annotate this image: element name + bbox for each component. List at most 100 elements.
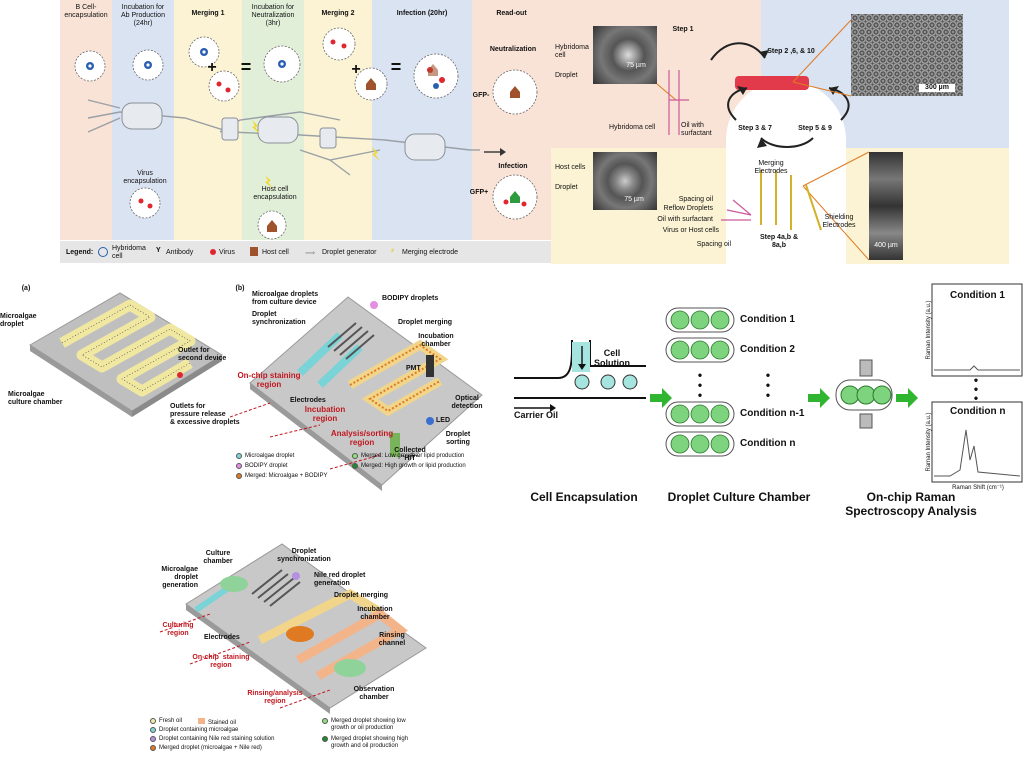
legend-text: Droplet containing Nile red staining sol… xyxy=(159,736,275,742)
scale-75-label: 75 µm xyxy=(626,62,646,69)
legend-text: Merged droplet showing low growth or oil… xyxy=(331,718,406,731)
legend-bar xyxy=(60,241,551,263)
rinsing-channel-label: Rinsing channel xyxy=(378,632,406,647)
culture-chamber-label: Microalgae culture chamber xyxy=(8,391,63,406)
step-2-6-10-label: Step 2 ,6, & 10 xyxy=(767,48,815,55)
panel-c-chip xyxy=(159,543,427,714)
col-label-1: Incubation for Ab Production (24hr) xyxy=(121,4,165,27)
legend-item: Microalgae droplet xyxy=(236,453,294,460)
workflow-channels xyxy=(60,27,551,263)
droplet-chambers xyxy=(121,102,446,161)
outlet-second-label: Outlet for second device xyxy=(178,347,227,362)
spectrum-n xyxy=(934,429,1021,477)
sem-image-top xyxy=(593,26,657,84)
legend-swatch xyxy=(236,463,242,469)
legend-text: BODIPY droplet xyxy=(245,463,288,469)
legend-item: Fresh oil xyxy=(150,718,182,725)
microscope-strip xyxy=(869,152,903,260)
incubation-c-label: Incubation chamber xyxy=(357,606,393,621)
raman-analyzer xyxy=(835,359,893,429)
optical-label: Optical detection xyxy=(451,395,483,410)
panel-c: Culture chamber Droplet synchronization … xyxy=(150,540,430,762)
condition-n-1-label: Condition n-1 xyxy=(740,408,805,419)
dots-spectra: • • • xyxy=(973,373,979,405)
legend-host-cell: Host cell xyxy=(262,249,289,256)
legend-item: Droplet containing microalgae xyxy=(150,727,238,734)
step-4ab-label: Step 4a,b & 8a,b xyxy=(759,234,799,249)
culturing-region-label: Culturing region xyxy=(162,622,194,637)
workflow-column-5 xyxy=(372,0,472,240)
col-label-4: Merging 2 xyxy=(321,10,355,17)
legend-text: Fresh oil xyxy=(159,718,183,724)
legend-swatch xyxy=(150,727,156,733)
gfp-plus-label: GFP+ xyxy=(469,189,489,196)
legend-swatch xyxy=(322,718,328,724)
legend-swatch xyxy=(150,736,156,742)
bg-white-dome xyxy=(726,80,846,264)
carrier-oil-label: Carrier Oil xyxy=(514,410,559,420)
hybridoma-icon xyxy=(98,247,108,257)
droplet-generator-icon: ⟹ xyxy=(305,250,316,257)
device-panel: Step 1 Hybridoma cell Droplet 75 µm Hybr… xyxy=(551,0,1009,264)
oil-surfactant-label: Oil with surfactant xyxy=(681,122,712,137)
condition-2-label: Condition 2 xyxy=(740,344,795,355)
merging-electrode-icon: ⚡ xyxy=(390,248,395,255)
panel-b-tag: (b) xyxy=(235,285,245,292)
legend-swatch xyxy=(150,718,156,724)
oil-surfactant-label-2: Oil with surfactant xyxy=(657,216,713,223)
incubation-chamber-label: Incubation chamber xyxy=(418,333,454,348)
legend-item: Merged: High growth or lipid production xyxy=(352,463,466,470)
panel-a-chip xyxy=(29,292,223,417)
collected-label: Collected "HIT" xyxy=(394,447,426,462)
equals-sign-1: = xyxy=(240,57,252,77)
legend-text: Microalgae droplet xyxy=(245,453,295,459)
plot-y-label-n: Raman Intensity (a.u.) xyxy=(926,412,932,472)
staining-region-c-label: On-chip staining region xyxy=(192,654,250,669)
droplet-label-2: Droplet xyxy=(555,184,578,191)
infection-label: Infection xyxy=(498,163,528,170)
plus-sign-2: + xyxy=(351,61,361,78)
legend-antibody: Antibody xyxy=(166,249,194,256)
sem-image-bottom xyxy=(593,152,657,210)
legend-item: Merged: Microalgae + BODIPY xyxy=(236,473,328,480)
spectrum-1 xyxy=(934,365,1020,371)
host-cells-label: Host cells xyxy=(555,164,586,171)
legend-swatch xyxy=(150,745,156,751)
device-arrows xyxy=(656,19,870,261)
staining-region-label: On-chip staining region xyxy=(237,371,301,389)
electrodes-c-label: Electrodes xyxy=(204,634,240,641)
col-label-0: B Cell- encapsulation xyxy=(64,4,108,19)
sync-c-label: Droplet synchronization xyxy=(277,548,331,563)
neutralization-label: Neutralization xyxy=(489,46,537,53)
virus-icon xyxy=(210,249,216,255)
gfp-minus-label: GFP- xyxy=(472,92,490,99)
condition-n-label: Condition n xyxy=(740,438,796,449)
merging-electrodes-label: Merging Electrodes xyxy=(754,160,788,175)
droplet-sorting-label: Droplet sorting xyxy=(445,431,471,446)
panel-a: (a) Microalgae droplet Outlet for second… xyxy=(0,285,240,455)
host-cell-icon xyxy=(250,247,258,256)
legend-text: Stained oil xyxy=(208,720,237,726)
analysis-region-label: Analysis/sorting region xyxy=(330,429,394,447)
legend-droplet-generator: Droplet generator xyxy=(322,249,377,256)
led-label: LED xyxy=(436,417,450,424)
plot-title-n: Condition n xyxy=(950,406,1006,417)
step-5-9-label: Step 5 & 9 xyxy=(798,125,832,132)
incubation-region-label: Incubation region xyxy=(304,405,346,423)
legend-swatch xyxy=(352,463,358,469)
workflow-panel: B Cell- encapsulation Incubation for Ab … xyxy=(60,0,551,264)
cell-glyphs xyxy=(86,39,527,232)
legend-swatch xyxy=(198,718,205,724)
equals-sign-2: = xyxy=(390,57,402,77)
from-culture-label: Microalgae droplets from culture device xyxy=(252,291,319,306)
bodipy-droplets-label: BODIPY droplets xyxy=(382,295,439,302)
step-3-7-label: Step 3 & 7 xyxy=(738,125,772,132)
nile-gen-label: Nile red droplet generation xyxy=(314,572,366,587)
merging-c-label: Droplet merging xyxy=(334,592,389,599)
hybridoma-cell-label: Hybridoma cell xyxy=(555,44,589,59)
legend-text: Merged: High growth or lipid production xyxy=(361,463,466,469)
legend-swatch xyxy=(236,473,242,479)
microalgae-droplet-label: Microalgae droplet xyxy=(0,313,37,328)
